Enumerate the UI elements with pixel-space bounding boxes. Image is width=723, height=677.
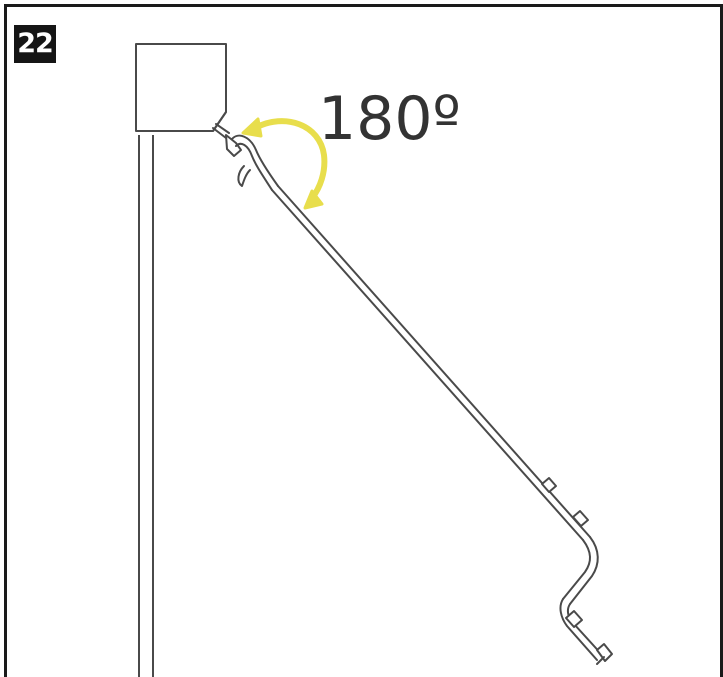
diagram-frame: [4, 4, 723, 677]
gear-eyelet: [212, 123, 251, 187]
rotation-angle-label: 180º: [318, 84, 461, 154]
awning-cassette-icon: [135, 43, 227, 132]
curved-rotation-arrow-icon: [241, 117, 328, 210]
wall-pole: [138, 135, 154, 677]
step-number-badge: 22: [14, 25, 56, 63]
crank-handle-icon: [231, 134, 613, 665]
